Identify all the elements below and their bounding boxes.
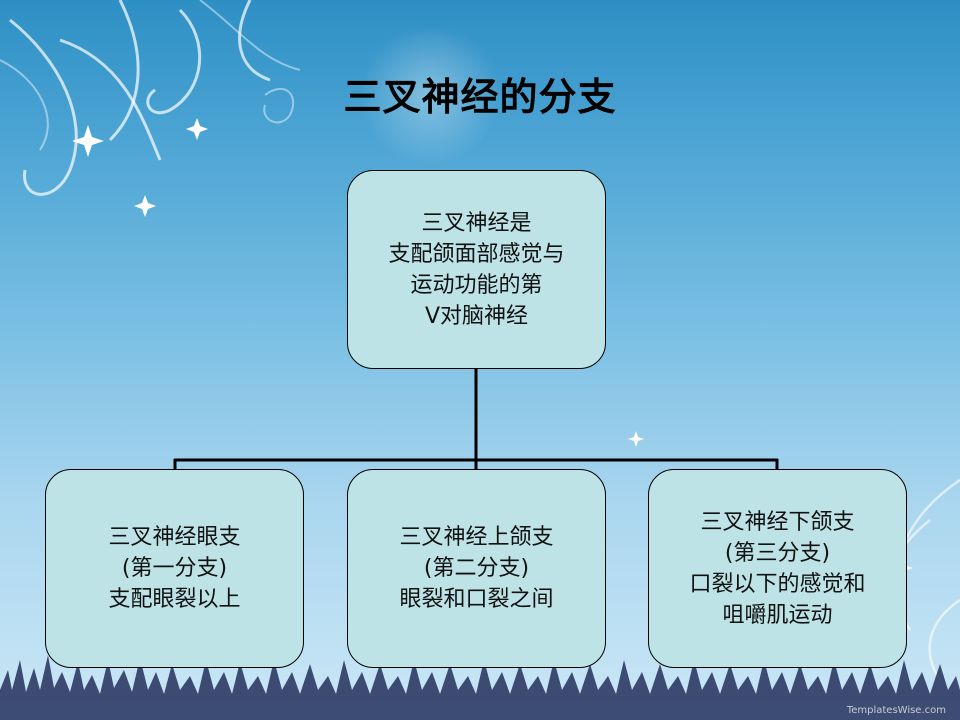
root-node: 三叉神经是 支配颌面部感觉与 运动功能的第 V对脑神经 [347,170,606,369]
grass-border [0,655,960,720]
branch-node-ophthalmic: 三叉神经眼支 (第一分支) 支配眼裂以上 [45,469,304,668]
watermark: TemplatesWise.com [846,705,946,716]
branch-line: 三叉神经上颌支 [399,525,554,550]
swirl-ornament [9,0,271,196]
root-line: 三叉神经是 [421,210,532,236]
moon-shape [360,25,500,165]
branch-line: (第三分支) [724,540,831,566]
branch-text: 三叉神经眼支 (第一分支) 支配眼裂以上 [108,522,240,615]
root-line: 支配颌面部感觉与 [388,241,565,267]
slide-title: 三叉神经的分支 [343,75,617,119]
root-line: V对脑神经 [424,303,529,329]
branch-text: 三叉神经上颌支 (第二分支) 眼裂和口裂之间 [399,522,553,615]
root-node-text: 三叉神经是 支配颌面部感觉与 运动功能的第 V对脑神经 [388,208,564,332]
root-line: 运动功能的第 [410,272,543,298]
branch-text: 三叉神经下颌支 (第三分支) 口裂以下的感觉和 咀嚼肌运动 [689,507,865,631]
swirl-ornament-thin [0,0,301,151]
branch-line: 三叉神经下颌支 [700,509,855,535]
branch-line: 眼裂和口裂之间 [399,587,554,612]
branch-line: (第一分支) [121,556,228,581]
branch-node-maxillary: 三叉神经上颌支 (第二分支) 眼裂和口裂之间 [347,469,606,668]
branch-line: (第二分支) [423,556,530,581]
branch-line: 支配眼裂以上 [108,587,241,612]
branch-node-mandibular: 三叉神经下颌支 (第三分支) 口裂以下的感觉和 咀嚼肌运动 [648,469,907,668]
branch-line: 三叉神经眼支 [108,525,241,550]
branch-line: 口裂以下的感觉和 [689,571,866,597]
branch-line: 咀嚼肌运动 [722,602,833,628]
